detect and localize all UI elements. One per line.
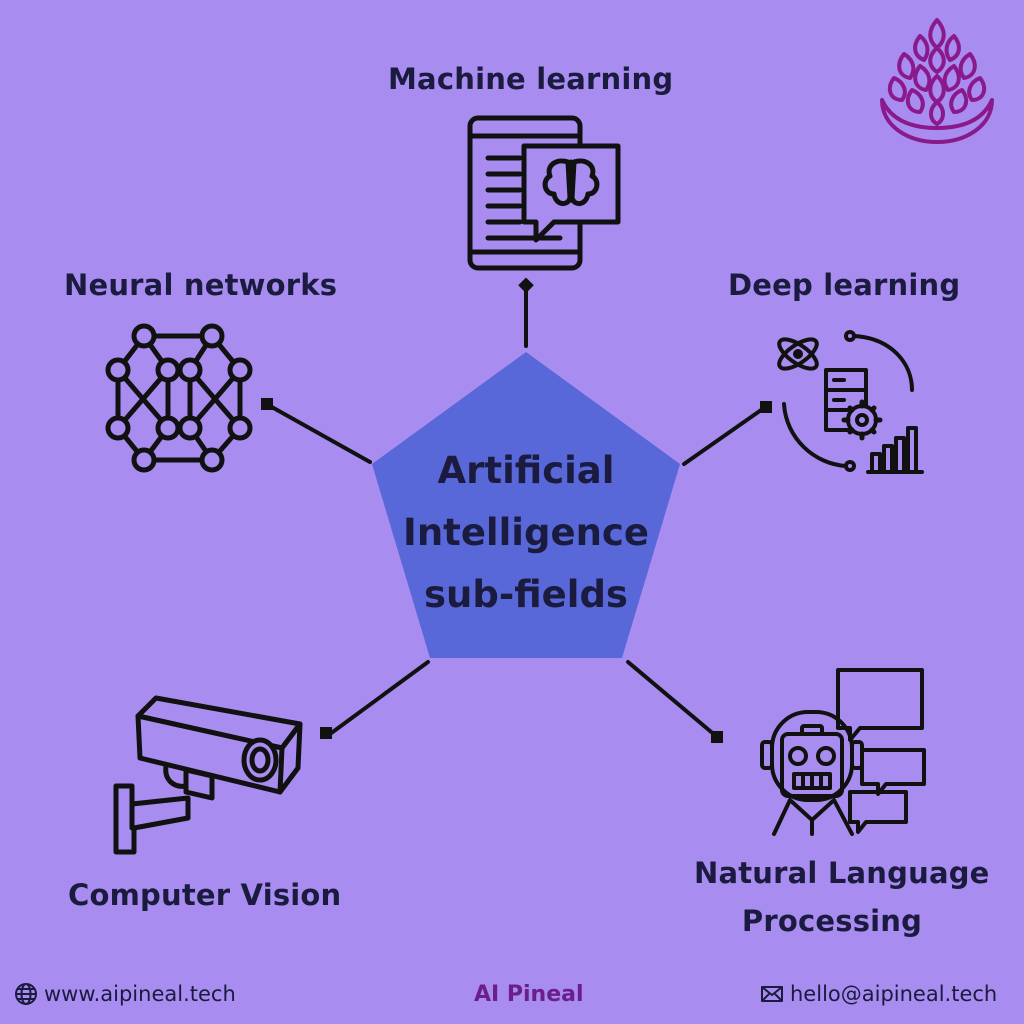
center-pentagon — [372, 352, 680, 658]
pine-cone-logo-icon — [880, 18, 994, 144]
label-machine-learning: Machine learning — [388, 62, 674, 96]
label-computer-vision: Computer Vision — [68, 878, 342, 912]
connector-computer-vision — [328, 660, 430, 736]
footer-website-text: www.aipineal.tech — [44, 982, 236, 1006]
security-camera-icon — [113, 695, 303, 855]
neural-network-icon — [105, 323, 253, 473]
atom-server-chart-icon — [777, 330, 924, 474]
label-deep-learning: Deep learning — [728, 268, 961, 302]
connector-end-computer-vision — [320, 727, 332, 739]
label-nlp-line-1: Natural Language — [694, 856, 990, 890]
connector-nlp — [626, 660, 718, 738]
footer-email-text: hello@aipineal.tech — [790, 982, 998, 1006]
connector-end-machine-learning — [518, 277, 534, 294]
center-title-line-2: Intelligence — [403, 511, 649, 554]
tablet-brain-icon — [467, 115, 621, 271]
connector-end-deep-learning — [760, 401, 772, 413]
center-title-line-1: Artificial — [437, 449, 615, 492]
globe-icon — [14, 982, 38, 1006]
center-title-line-3: sub-fields — [424, 573, 628, 616]
footer-email[interactable]: hello@aipineal.tech — [760, 982, 997, 1006]
center-title: Artificial Intelligence sub-fields — [376, 440, 676, 626]
connector-end-nlp — [711, 731, 723, 743]
footer-brand: AI Pineal — [474, 982, 584, 1007]
connector-end-neural-networks — [261, 398, 273, 410]
envelope-icon — [760, 984, 784, 1004]
robot-chat-icon — [760, 668, 926, 836]
connector-neural-networks — [268, 404, 372, 464]
connector-deep-learning — [682, 406, 766, 466]
footer-website[interactable]: www.aipineal.tech — [14, 982, 236, 1006]
label-nlp-line-2: Processing — [741, 904, 923, 938]
label-neural-networks: Neural networks — [64, 268, 338, 302]
